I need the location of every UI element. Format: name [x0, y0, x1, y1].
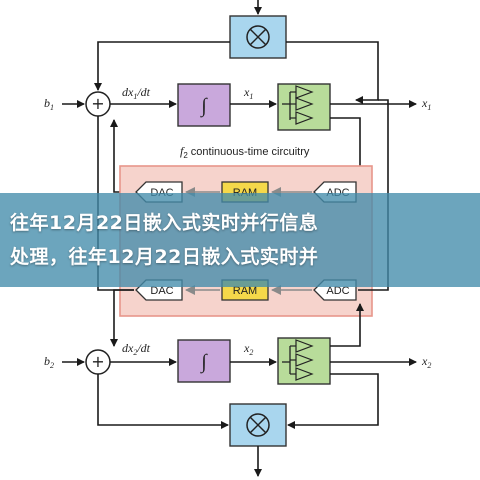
deriv-dx1-label: dx1/dt — [122, 85, 151, 101]
svg-text:+: + — [91, 352, 104, 371]
svg-text:+: + — [91, 94, 104, 113]
bottom-adder: + — [85, 349, 111, 375]
title-banner: 往年12月22日嵌入式实时并行信息 处理，往年12月22日嵌入式实时并 — [0, 193, 480, 287]
bottom-chain: b2 + dx2/dt ∫ x2 — [44, 289, 431, 477]
banner-line-2: 处理，往年12月22日嵌入式实时并 — [10, 246, 319, 268]
input-b2-label: b2 — [44, 354, 54, 370]
state-x2-label: x2 — [243, 341, 253, 357]
top-adder: + — [85, 91, 111, 117]
top-multiplier — [229, 15, 287, 59]
bottom-integrator: ∫ — [177, 339, 231, 383]
svg-text:∫: ∫ — [199, 95, 208, 118]
top-fanout — [277, 83, 331, 131]
input-b1-label: b1 — [44, 96, 54, 112]
bottom-multiplier — [229, 403, 287, 447]
output-x2-label: x2 — [421, 354, 431, 370]
multiply-icon — [246, 25, 270, 49]
svg-text:RAM: RAM — [233, 285, 257, 297]
banner-line-1: 往年12月22日嵌入式实时并行信息 — [10, 212, 319, 234]
svg-text:∫: ∫ — [199, 351, 208, 374]
bottom-fanout — [277, 337, 331, 385]
deriv-dx2-label: dx2/dt — [122, 341, 151, 357]
output-x1-label: x1 — [421, 96, 431, 112]
multiply-icon — [246, 413, 270, 437]
top-chain: b1 + dx1/dt ∫ x1 — [44, 0, 431, 193]
top-integrator: ∫ — [177, 83, 231, 127]
svg-text:DAC: DAC — [150, 285, 173, 297]
svg-text:ADC: ADC — [326, 285, 349, 297]
state-x1-label: x1 — [243, 85, 253, 101]
